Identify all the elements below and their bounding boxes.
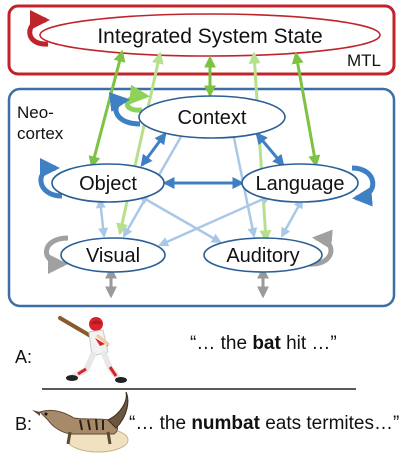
example-a-letter: A: — [15, 347, 33, 367]
arrow-language-mtl — [291, 51, 321, 168]
context-self-loop-green-icon — [125, 84, 150, 113]
object-node — [51, 163, 165, 203]
context-node — [138, 95, 286, 139]
neocortex-label-line1: Neo- — [17, 103, 54, 122]
arrow-object-visual — [95, 198, 109, 238]
example-b-quote-bold: numbat — [191, 413, 260, 434]
baseball-batter-icon — [58, 316, 127, 383]
arrow-language-auditory — [280, 198, 304, 238]
neocortex-region — [7, 87, 396, 308]
arrow-context-language — [255, 132, 285, 167]
integrated-system-state-label: Integrated System State — [97, 25, 322, 48]
example-b-quote-pre: “… the — [129, 413, 192, 434]
arrow-context-object — [140, 132, 167, 167]
auditory-label: Auditory — [226, 245, 299, 267]
language-node — [241, 163, 359, 203]
example-b-letter: B: — [15, 414, 33, 434]
context-self-loop-blue-icon — [108, 92, 141, 127]
mtl-region — [7, 4, 396, 76]
auditory-node — [203, 237, 323, 273]
example-b-quote-post: eats termites…” — [259, 413, 400, 434]
arrow-auditory-mtl — [248, 51, 272, 243]
example-a-quote: “… the bat hit …” — [190, 333, 337, 355]
object-label: Object — [79, 173, 137, 195]
mtl-self-loop-icon — [27, 10, 50, 47]
visual-self-loop-icon — [44, 235, 69, 274]
object-self-loop-icon — [38, 158, 63, 199]
example-b-quote: “… the numbat eats termites…” — [129, 413, 399, 435]
example-a-quote-bold: bat — [252, 333, 281, 354]
neocortex-label-line2: cortex — [17, 124, 64, 143]
example-a-quote-post: hit …” — [280, 333, 337, 354]
example-a-quote-pre: “… the — [190, 333, 253, 354]
language-label: Language — [256, 173, 345, 195]
visual-label: Visual — [86, 245, 140, 267]
language-self-loop-icon — [351, 165, 376, 207]
mtl-region-label: MTL — [347, 51, 381, 70]
numbat-icon — [32, 391, 129, 453]
arrow-language-visual — [158, 194, 272, 247]
context-label: Context — [178, 107, 247, 129]
visual-node — [60, 237, 166, 273]
